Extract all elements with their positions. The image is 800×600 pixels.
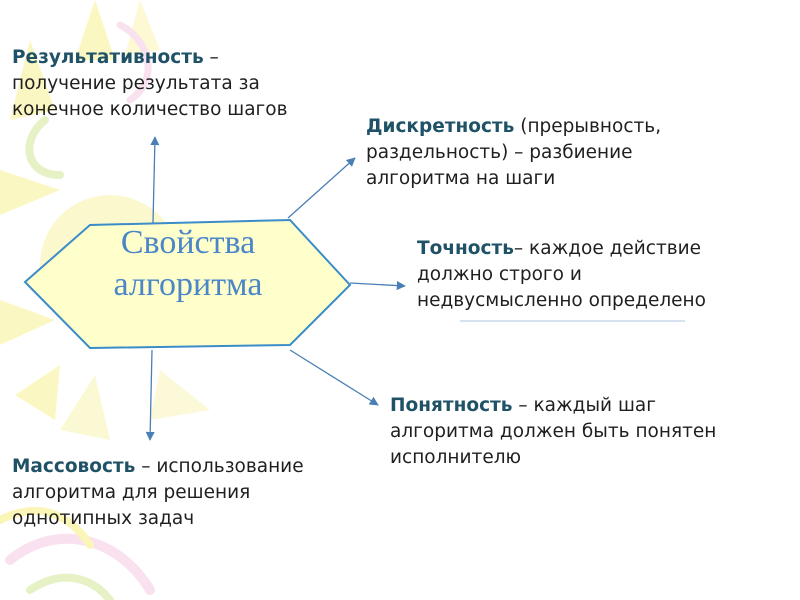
property-discreteness-line-3: алгоритма на шаги (366, 168, 556, 189)
property-clarity-text-1: – каждый шаг (512, 395, 656, 416)
property-result: Результативность – получение результата … (12, 45, 288, 123)
arrow-to-precision (349, 281, 406, 291)
property-discreteness-line-1: Дискретность (прерывность, (366, 114, 661, 140)
center-hexagon (23, 218, 352, 350)
property-precision-line-3: недвусмысленно определено (417, 290, 706, 311)
property-mass-text-1: – использование (135, 456, 304, 477)
property-clarity-line-1: Понятность – каждый шаг (390, 393, 716, 419)
property-mass-line-3: однотипных задач (12, 508, 195, 529)
arrow-to-discreteness (287, 157, 356, 219)
center-title-line-2: алгоритма (113, 266, 263, 303)
property-clarity: Понятность – каждый шаг алгоритма должен… (390, 393, 716, 471)
property-precision-line-1: Точность– каждое действие (417, 236, 706, 262)
arrow-to-result (150, 136, 160, 224)
property-discreteness-line-2: раздельность) – разбиение (366, 142, 633, 163)
property-clarity-line-2: алгоритма должен быть понятен (390, 421, 717, 442)
swirl-decoration (0, 21, 155, 600)
property-result-line-1: Результативность – (12, 45, 288, 71)
property-mass-line-2: алгоритма для решения (12, 482, 251, 503)
property-precision-term: Точность (417, 238, 514, 259)
property-clarity-line-3: исполнителю (390, 447, 522, 468)
property-discreteness-term: Дискретность (366, 116, 515, 137)
center-title-line-1: Свойства (120, 224, 256, 261)
property-result-line-3: конечное количество шагов (12, 99, 288, 120)
property-mass: Массовость – использование алгоритма для… (12, 454, 304, 532)
property-precision: Точность– каждое действие должно строго … (417, 236, 706, 314)
arrow-to-mass (145, 349, 155, 441)
property-discreteness-text-1: (прерывность, (514, 116, 662, 137)
property-clarity-term: Понятность (390, 395, 513, 416)
property-precision-line-2: должно строго и (417, 264, 582, 285)
property-result-line-2: получение результата за (12, 73, 260, 94)
property-mass-line-1: Массовость – использование (12, 454, 304, 480)
arrow-to-clarity (289, 349, 379, 406)
property-result-text-1: – (203, 47, 219, 68)
center-title: Свойства алгоритма (88, 222, 288, 306)
property-result-term: Результативность (12, 47, 204, 68)
property-mass-term: Массовость (12, 456, 136, 477)
property-precision-text-1: – каждое действие (513, 238, 702, 259)
property-discreteness: Дискретность (прерывность, раздельность)… (366, 114, 661, 192)
